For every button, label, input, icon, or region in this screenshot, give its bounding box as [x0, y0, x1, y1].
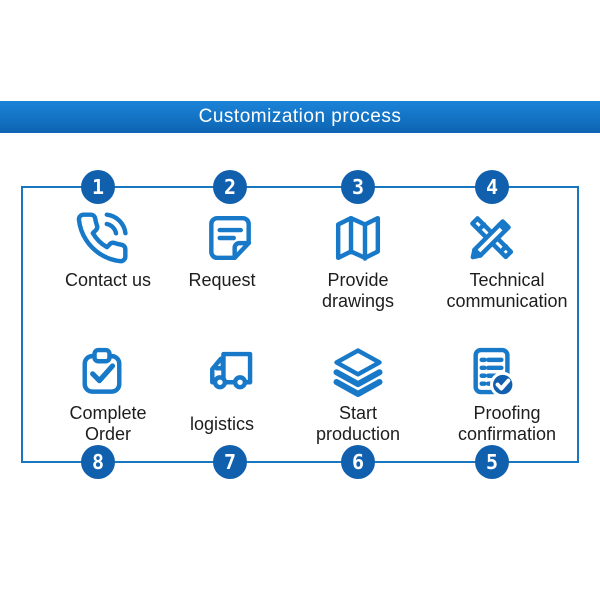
label-line: communication — [446, 291, 568, 311]
label-line: Complete — [69, 403, 147, 423]
pencil-ruler-icon — [464, 210, 520, 266]
title-banner: Customization process — [0, 101, 600, 133]
label-line: Provide — [327, 270, 389, 290]
step-label-logistics: logistics — [137, 403, 307, 435]
clipboard-check-icon — [74, 344, 130, 400]
label-line: confirmation — [457, 424, 557, 444]
step-label-complete-order: Complete Order — [23, 403, 193, 445]
step-number-4: 4 — [475, 170, 509, 204]
label-line: drawings — [321, 291, 395, 311]
step-number-8: 8 — [81, 445, 115, 479]
step-label-technical-communication: Technical communication — [422, 270, 592, 312]
label-line: Contact us — [64, 270, 152, 290]
label-line: Start — [338, 403, 377, 423]
request-note-icon — [202, 210, 258, 266]
process-frame-border — [21, 186, 579, 463]
label-line: Technical — [469, 270, 545, 290]
phone-icon — [74, 210, 130, 266]
label-line: Order — [84, 424, 131, 444]
label-line: logistics — [189, 414, 255, 434]
step-label-start-production: Start production — [273, 403, 443, 445]
step-label-request: Request — [137, 270, 307, 291]
step-label-contact-us: Contact us — [23, 270, 193, 291]
step-number-2: 2 — [213, 170, 247, 204]
label-line: Request — [188, 270, 256, 290]
step-label-provide-drawings: Provide drawings — [273, 270, 443, 312]
step-number-3: 3 — [341, 170, 375, 204]
step-label-proofing-confirmation: Proofing confirmation — [422, 403, 592, 445]
banner-title: Customization process — [198, 106, 402, 127]
document-check-icon — [464, 344, 520, 400]
step-number-1: 1 — [81, 170, 115, 204]
layers-icon — [330, 344, 386, 400]
truck-icon — [202, 344, 258, 400]
step-number-6: 6 — [341, 445, 375, 479]
label-line: production — [315, 424, 401, 444]
label-line: Proofing — [473, 403, 541, 423]
step-number-7: 7 — [213, 445, 247, 479]
map-icon — [330, 210, 386, 266]
step-number-5: 5 — [475, 445, 509, 479]
